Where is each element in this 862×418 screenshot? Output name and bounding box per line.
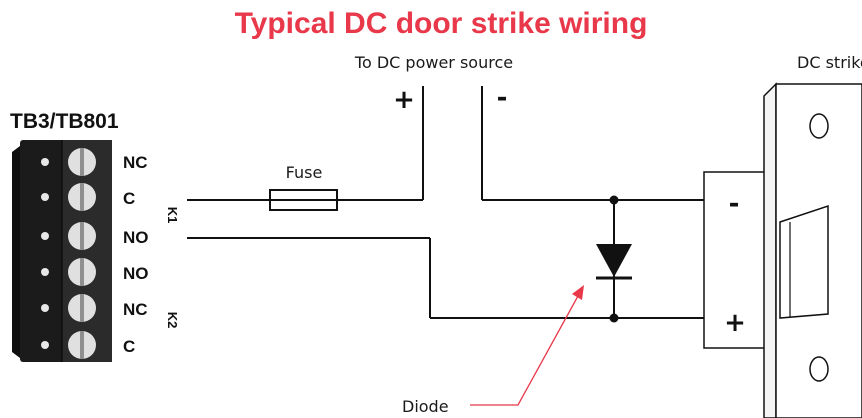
terminal-row-1	[41, 148, 96, 176]
pin-label-no-1: NO	[123, 228, 149, 247]
pin-label-nc-1: NC	[123, 153, 148, 172]
pin-label-c-1: C	[123, 189, 135, 208]
terminal-block	[12, 140, 112, 362]
pin-label-nc-2: NC	[123, 300, 148, 319]
terminal-row-5	[41, 294, 96, 322]
terminal-row-3	[41, 222, 96, 250]
power-minus-sign: -	[497, 83, 508, 113]
terminal-row-4	[41, 258, 96, 286]
diode-symbol	[596, 195, 632, 323]
dc-strike-device	[703, 82, 862, 418]
pin-label-no-2: NO	[123, 264, 149, 283]
terminal-row-6	[41, 331, 96, 359]
relay-k2-label: K2	[165, 312, 180, 329]
diode-label: Diode	[402, 397, 449, 416]
strike-plus-sign: +	[724, 308, 746, 338]
power-plus-sign: +	[393, 85, 415, 115]
strike-minus-sign: -	[729, 189, 740, 219]
diode-callout-arrow	[470, 285, 584, 406]
pin-label-c-2: C	[123, 337, 135, 356]
relay-k1-label: K1	[165, 207, 180, 224]
wire-c-to-power-plus	[187, 86, 424, 201]
wire-power-minus-to-strike	[481, 86, 704, 201]
fuse-label: Fuse	[286, 163, 323, 182]
power-source-label: To DC power source	[354, 53, 513, 72]
dc-strike-label: DC strike	[797, 53, 862, 72]
wire-no-to-strike-plus	[187, 237, 704, 319]
fuse-symbol	[269, 189, 338, 211]
diagram-title: Typical DC door strike wiring	[235, 7, 648, 40]
terminal-block-title: TB3/TB801	[10, 110, 119, 133]
terminal-row-2	[41, 183, 96, 211]
